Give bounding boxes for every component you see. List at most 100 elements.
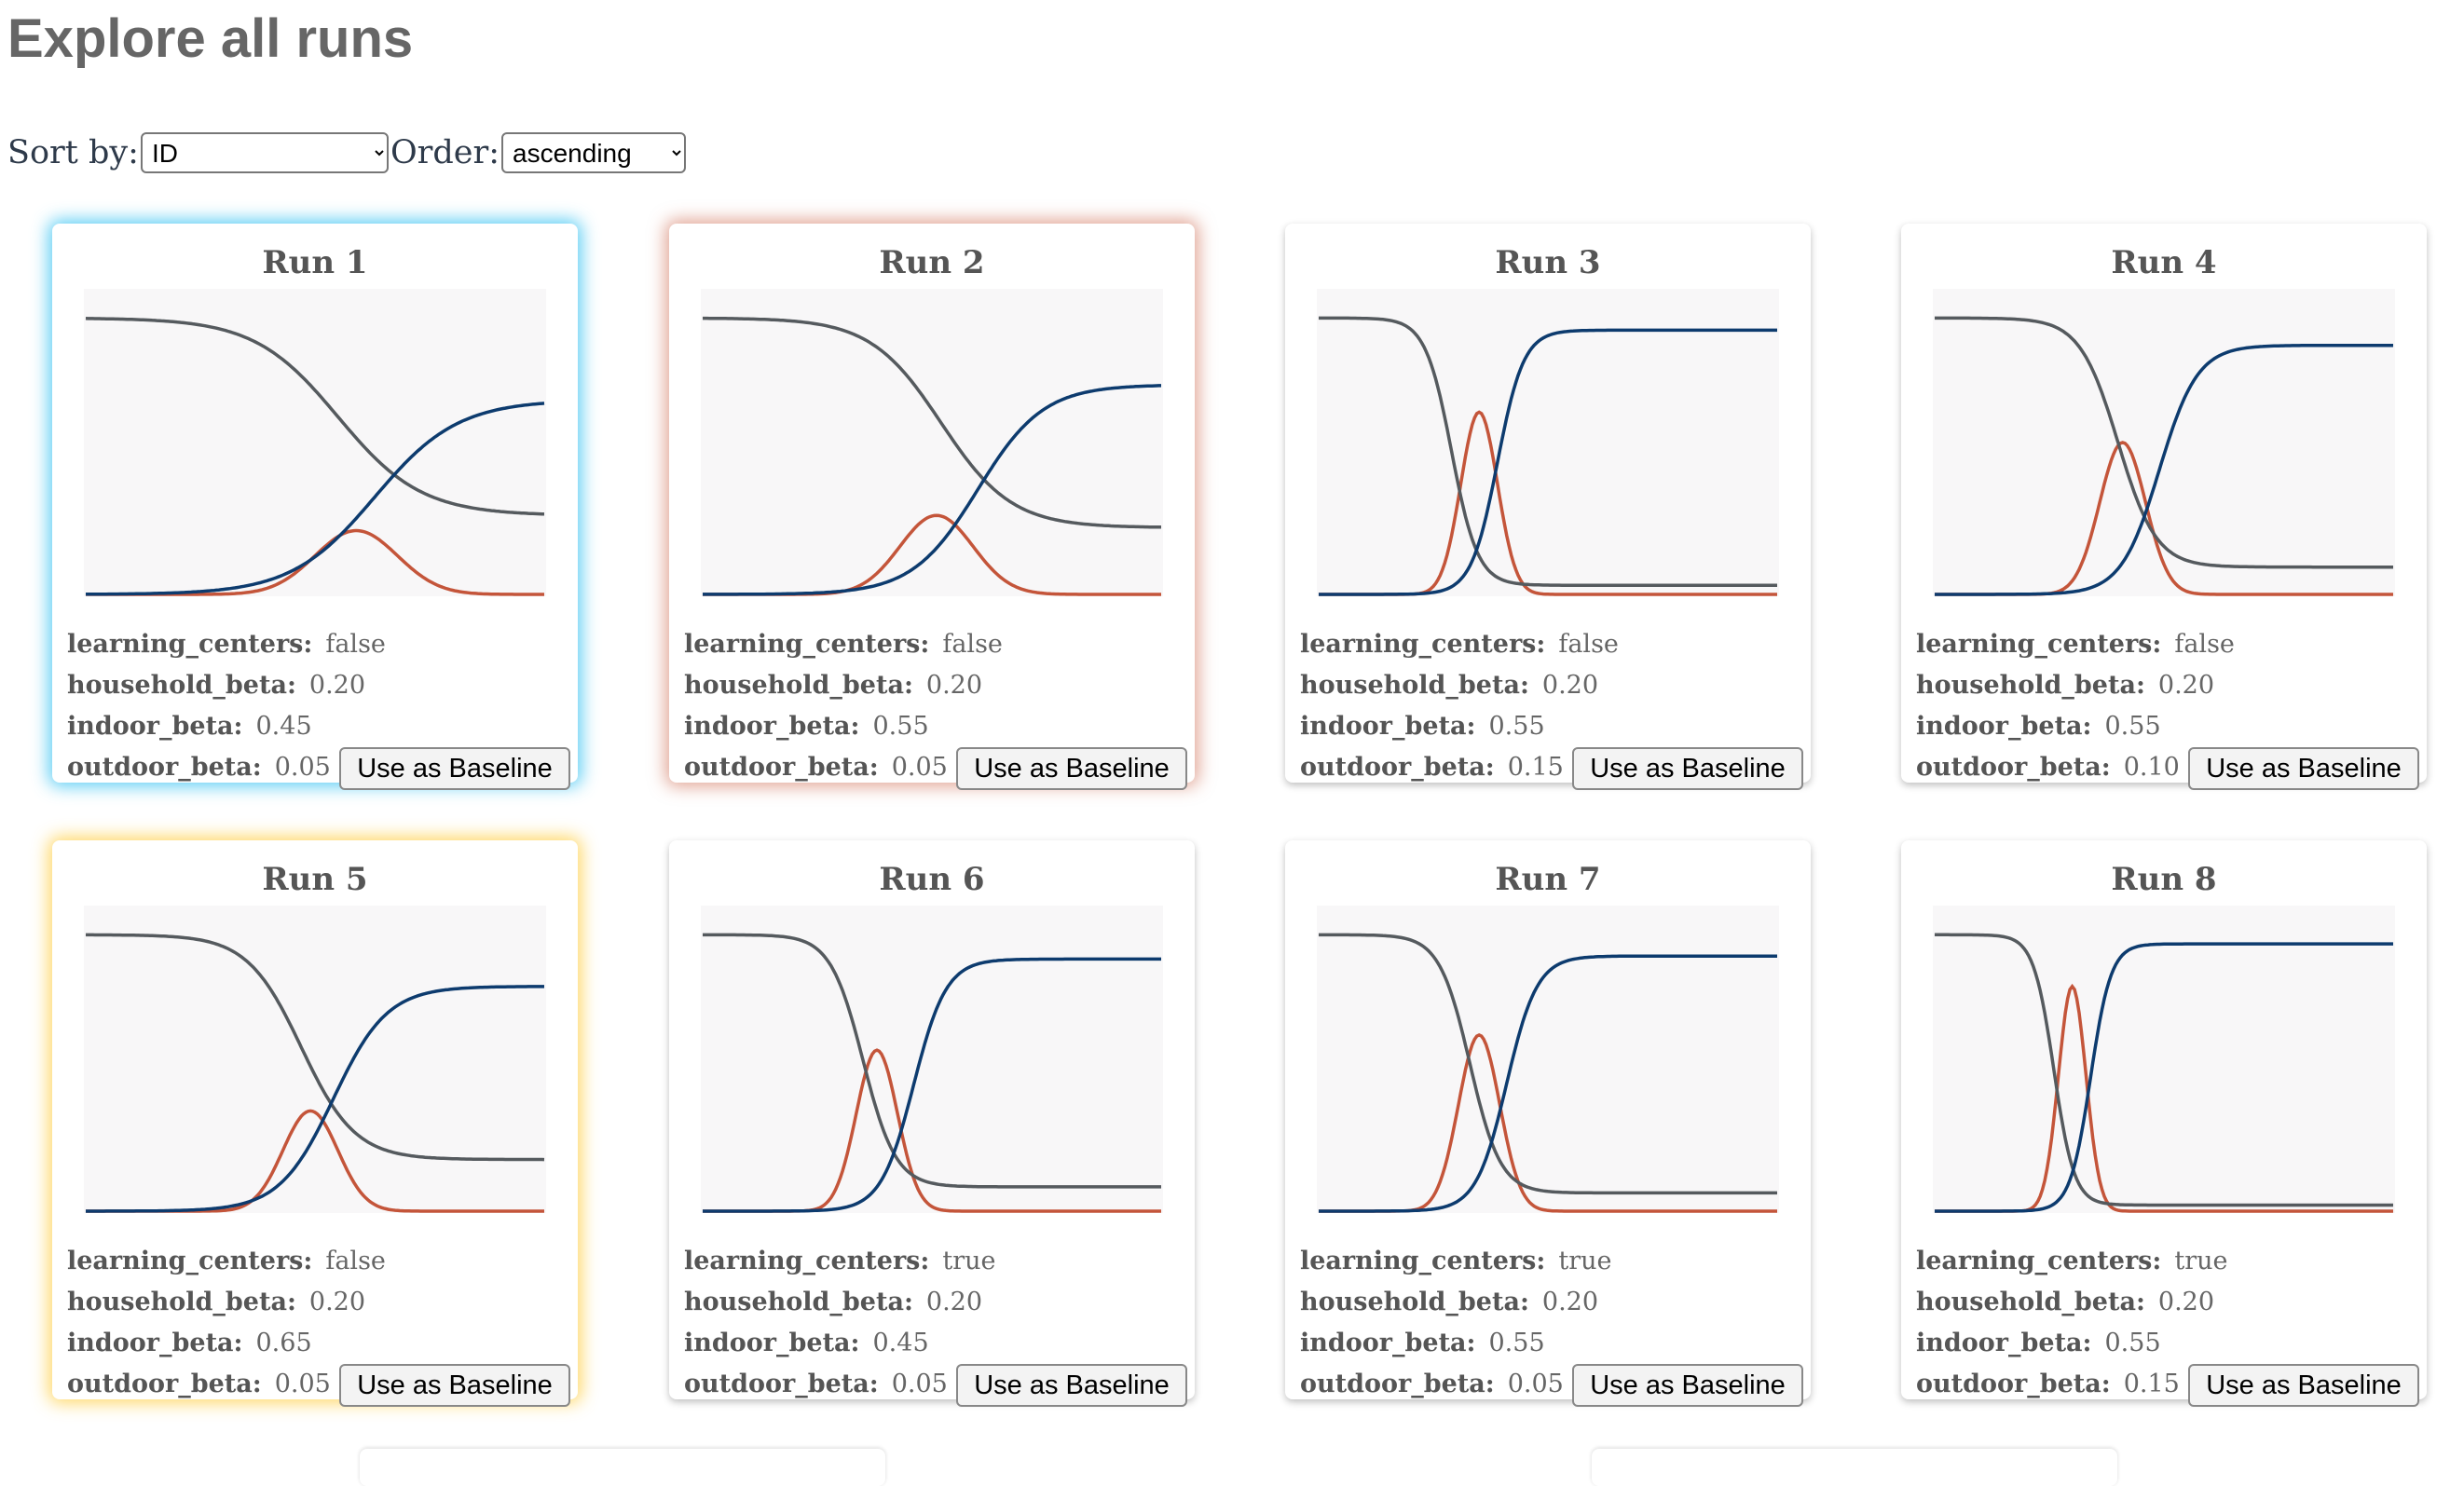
param-value: 0.55 <box>1488 1329 1545 1357</box>
param-row: learning_centers:false <box>684 624 1003 665</box>
run-card[interactable]: Run 6 learning_centers: true household_beta… <box>669 840 1195 1407</box>
param-name: outdoor_beta: <box>684 753 879 782</box>
param-value: 0.20 <box>925 1288 983 1316</box>
param-row: indoor_beta:0.55 <box>1300 706 1619 747</box>
param-row: outdoor_beta:0.05 <box>67 1364 386 1405</box>
red-series-line <box>1319 410 1777 596</box>
order-label: Order: <box>390 134 500 171</box>
param-name: learning_centers: <box>684 630 930 659</box>
param-name: learning_centers: <box>1300 1247 1546 1275</box>
param-value: 0.20 <box>308 671 366 700</box>
use-as-baseline-button[interactable]: Use as Baseline <box>956 747 1187 790</box>
param-row: learning_centers:true <box>1916 1241 2227 1282</box>
run-chart-svg <box>703 316 1161 596</box>
param-value: 0.45 <box>255 712 312 741</box>
param-row: household_beta: 0.20 <box>67 665 386 706</box>
param-name: household_beta: <box>67 671 296 700</box>
run-chart <box>84 289 546 596</box>
run-title: Run 8 <box>2111 861 2217 898</box>
param-row: household_beta:0.20 <box>1300 1282 1611 1323</box>
blue-series-line <box>86 985 544 1213</box>
red-series-line <box>86 1109 544 1213</box>
blue-series-line <box>86 402 545 596</box>
param-value: 0.20 <box>308 1288 366 1316</box>
run-chart <box>1317 289 1779 596</box>
param-row: indoor_beta: 0.55 <box>1300 1323 1611 1364</box>
param-name: learning_centers: <box>1916 1247 2162 1275</box>
sort-controls: Sort by: ID Order: ascending <box>7 130 688 175</box>
param-value: 0.15 <box>1507 753 1564 782</box>
param-name: indoor_beta: <box>684 712 860 741</box>
run-chart-svg <box>1935 316 2393 596</box>
use-as-baseline-button[interactable]: Use as Baseline <box>1572 1364 1803 1407</box>
param-name: indoor_beta: <box>1300 712 1476 741</box>
use-as-baseline-button[interactable]: Use as Baseline <box>956 1364 1187 1407</box>
red-series-line <box>86 528 544 596</box>
use-as-baseline-button[interactable]: Use as Baseline <box>1572 747 1803 790</box>
run-title: Run 3 <box>1495 244 1601 281</box>
page-title: Explore all runs <box>7 8 414 69</box>
param-name: indoor_beta: <box>1916 1329 2092 1357</box>
param-name: learning_centers: <box>1300 630 1546 659</box>
use-as-baseline-button[interactable]: Use as Baseline <box>2188 747 2419 790</box>
param-name: outdoor_beta: <box>1300 753 1495 782</box>
gray-series-line <box>703 316 1161 529</box>
use-as-baseline-button[interactable]: Use as Baseline <box>2188 1364 2419 1407</box>
param-value: 0.20 <box>2157 671 2215 700</box>
gray-series-line <box>1935 316 2393 569</box>
param-value: 0.05 <box>274 753 331 782</box>
param-name: learning_centers: <box>684 1247 930 1275</box>
param-row: outdoor_beta: 0.05 <box>67 747 386 788</box>
gray-series-line <box>703 933 1161 1189</box>
run-parameters: learning_centers: true household_beta:0.20… <box>684 1241 995 1405</box>
partial-run-card <box>360 1449 885 1486</box>
param-row: learning_centers:false <box>1300 624 1619 665</box>
run-title: Run 6 <box>879 861 985 898</box>
param-name: outdoor_beta: <box>684 1370 879 1398</box>
run-chart <box>701 289 1163 596</box>
run-card[interactable]: Run 8 learning_centers:true household_beta… <box>1901 840 2427 1407</box>
run-chart <box>701 906 1163 1213</box>
param-row: indoor_beta:0.65 <box>67 1323 386 1364</box>
param-row: indoor_beta: 0.55 <box>1916 1323 2227 1364</box>
run-chart <box>1933 289 2395 596</box>
param-name: indoor_beta: <box>1300 1329 1476 1357</box>
param-name: outdoor_beta: <box>67 753 262 782</box>
param-value: 0.45 <box>872 1329 929 1357</box>
param-row: outdoor_beta:0.05 <box>1300 1364 1611 1405</box>
param-value: 0.55 <box>2104 1329 2161 1357</box>
param-value: 0.20 <box>925 671 983 700</box>
blue-series-line <box>1319 954 1777 1213</box>
param-row: learning_centers:false <box>67 1241 386 1282</box>
sort-by-select[interactable]: ID <box>140 132 389 173</box>
param-value: true <box>942 1247 996 1275</box>
param-row: indoor_beta: 0.45 <box>684 1323 995 1364</box>
param-row: household_beta:0.20 <box>1916 665 2235 706</box>
param-row: indoor_beta:0.45 <box>67 706 386 747</box>
param-value: false <box>325 630 386 659</box>
param-value: 0.05 <box>891 753 948 782</box>
gray-series-line <box>86 933 545 1162</box>
param-row: household_beta:0.20 <box>684 1282 995 1323</box>
use-as-baseline-button[interactable]: Use as Baseline <box>339 1364 570 1407</box>
order-select[interactable]: ascending <box>501 132 687 173</box>
param-row: household_beta:0.20 <box>67 1282 386 1323</box>
param-name: household_beta: <box>1916 1288 2145 1316</box>
param-value: 0.20 <box>1541 671 1599 700</box>
param-name: indoor_beta: <box>67 1329 243 1357</box>
run-chart-svg <box>1935 933 2393 1213</box>
run-chart <box>1317 906 1779 1213</box>
use-as-baseline-button[interactable]: Use as Baseline <box>339 747 570 790</box>
param-name: indoor_beta: <box>684 1329 860 1357</box>
param-value: 0.15 <box>2123 1370 2180 1398</box>
param-name: outdoor_beta: <box>1916 753 2111 782</box>
run-chart <box>84 906 546 1213</box>
gray-series-line <box>1319 316 1777 587</box>
